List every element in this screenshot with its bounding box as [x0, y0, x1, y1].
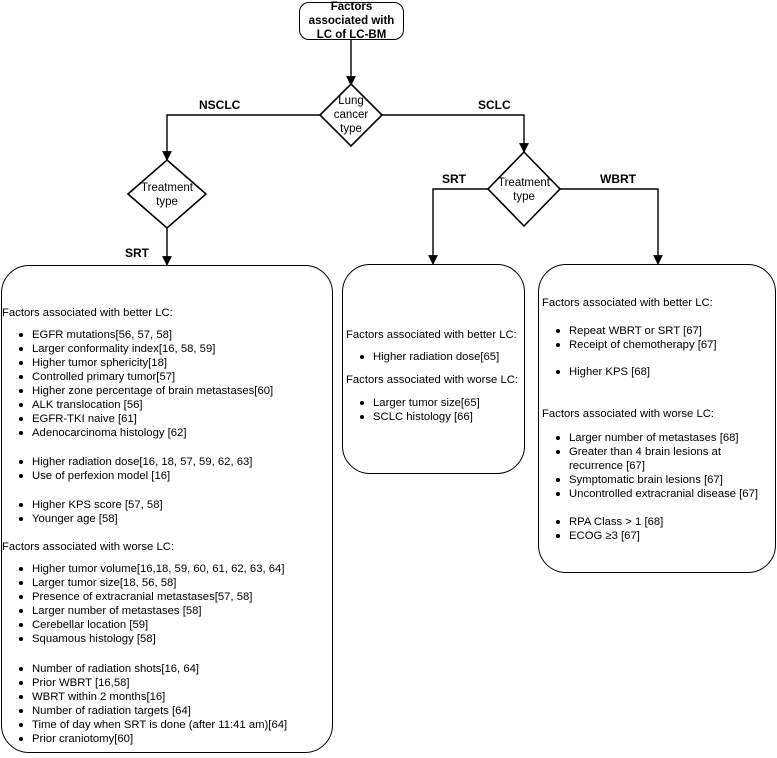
list-item: Higher tumor volume[16,18, 59, 60, 61, 6…: [2, 562, 284, 576]
root-title: Factors associated with LC of LC-BM: [308, 1, 395, 41]
list-item: EGFR mutations[56, 57, 58]: [2, 328, 273, 342]
list-item: Time of day when SRT is done (after 11:4…: [2, 718, 287, 732]
list-item: Higher KPS score [57, 58]: [2, 498, 163, 512]
list-item: Younger age [58]: [2, 512, 163, 526]
list-item: Uncontrolled extracranial disease [67]: [539, 487, 758, 501]
edge-sclc: [382, 114, 529, 153]
sclc-wbrt-better-heading: Factors associated with better LC:: [542, 297, 713, 309]
edge-sclc-wbrt: [560, 188, 663, 265]
sclc-srt-better-list: Higher radiation dose[65]: [343, 350, 499, 364]
sclc-treatment-type-label: Treatment type: [498, 177, 550, 203]
sclc-wbrt-factors-box: Factors associated with better LC: Repea…: [538, 264, 776, 573]
list-item: Larger number of metastases [68]: [539, 431, 758, 445]
list-item: Larger number of metastases [58]: [2, 604, 284, 618]
edge-nsclc: [162, 114, 320, 161]
list-item: ALK translocation [56]: [2, 398, 273, 412]
sclc-srt-better-heading: Factors associated with better LC:: [346, 329, 517, 341]
list-item: Receipt of chemotherapy [67]: [539, 338, 717, 352]
list-item-continuation: recurrence [67]: [569, 460, 645, 472]
edge-label-sclc-srt: SRT: [442, 172, 466, 186]
diamond-nsclc-treatment-type: [126, 158, 208, 230]
list-item: Cerebellar location [59]: [2, 618, 284, 632]
nsclc-worse-list-2: Number of radiation shots[16, 64] Prior …: [2, 662, 287, 746]
lung-cancer-type-label: Lung cancer type: [333, 95, 369, 135]
list-item: Symptomatic brain lesions [67]: [539, 473, 758, 487]
list-item: Prior WBRT [16,58]: [2, 676, 287, 690]
sclc-srt-factors-box: Factors associated with better LC: Highe…: [342, 264, 525, 474]
edge-sclc-srt: [428, 188, 488, 265]
sclc-wbrt-better-list-1: Repeat WBRT or SRT [67] Receipt of chemo…: [539, 324, 717, 352]
edge-label-nsclc-srt: SRT: [125, 246, 149, 260]
list-item: Use of perfexion model [16]: [2, 469, 252, 483]
sclc-srt-worse-heading: Factors associated with worse LC:: [346, 374, 519, 386]
sclc-wbrt-worse-list-2: RPA Class > 1 [68] ECOG ≥3 [67]: [539, 515, 663, 543]
list-item: Prior craniotomy[60]: [2, 732, 287, 746]
list-item: Number of radiation shots[16, 64]: [2, 662, 287, 676]
nsclc-better-list-1: EGFR mutations[56, 57, 58] Larger confor…: [2, 328, 273, 440]
sclc-srt-worse-list: Larger tumor size[65] SCLC histology [66…: [343, 396, 480, 424]
list-item: ECOG ≥3 [67]: [539, 529, 663, 543]
diamond-sclc-treatment-type: [486, 150, 562, 228]
list-item: RPA Class > 1 [68]: [539, 515, 663, 529]
nsclc-worse-list-1: Higher tumor volume[16,18, 59, 60, 61, 6…: [2, 562, 284, 646]
sclc-wbrt-worse-heading: Factors associated with worse LC:: [542, 408, 715, 420]
list-item: Larger tumor size[18, 56, 58]: [2, 576, 284, 590]
nsclc-better-list-2: Higher radiation dose[16, 18, 57, 59, 62…: [2, 455, 252, 483]
list-item: WBRT within 2 months[16]: [2, 690, 287, 704]
nsclc-better-heading: Factors associated with better LC:: [2, 307, 173, 319]
diamond-lung-cancer-type: [318, 82, 384, 148]
list-item: Higher tumor sphericity[18]: [2, 356, 273, 370]
edge-label-sclc-wbrt: WBRT: [600, 172, 636, 186]
list-item: Greater than 4 brain lesions at: [539, 445, 758, 459]
list-item: Larger conformality index[16, 58, 59]: [2, 342, 273, 356]
list-item: Presence of extracranial metastases[57, …: [2, 590, 284, 604]
list-item: SCLC histology [66]: [343, 410, 480, 424]
list-item: Larger tumor size[65]: [343, 396, 480, 410]
list-item: Higher KPS [68]: [539, 365, 650, 379]
sclc-wbrt-worse-list-1: Larger number of metastases [68] Greater…: [539, 431, 758, 501]
list-item: Repeat WBRT or SRT [67]: [539, 324, 717, 338]
list-item: Higher radiation dose[65]: [343, 350, 499, 364]
nsclc-worse-heading: Factors associated with worse LC:: [2, 541, 175, 553]
nsclc-better-list-3: Higher KPS score [57, 58] Younger age [5…: [2, 498, 163, 526]
list-item: EGFR-TKI naive [61]: [2, 412, 273, 426]
sclc-wbrt-better-list-2: Higher KPS [68]: [539, 365, 650, 379]
edge-label-sclc: SCLC: [478, 98, 511, 112]
list-item: Number of radiation targets [64]: [2, 704, 287, 718]
list-item: Higher radiation dose[16, 18, 57, 59, 62…: [2, 455, 252, 469]
list-item: Controlled primary tumor[57]: [2, 370, 273, 384]
nsclc-treatment-type-label: Treatment type: [141, 182, 193, 208]
list-item: Adenocarcinoma histology [62]: [2, 426, 273, 440]
list-item: Squamous histology [58]: [2, 632, 284, 646]
root-box: Factors associated with LC of LC-BM: [299, 1, 404, 41]
nsclc-srt-factors-box: Factors associated with better LC: EGFR …: [1, 265, 333, 753]
list-item: Higher zone percentage of brain metastas…: [2, 384, 273, 398]
edge-label-nsclc: NSCLC: [199, 98, 241, 112]
